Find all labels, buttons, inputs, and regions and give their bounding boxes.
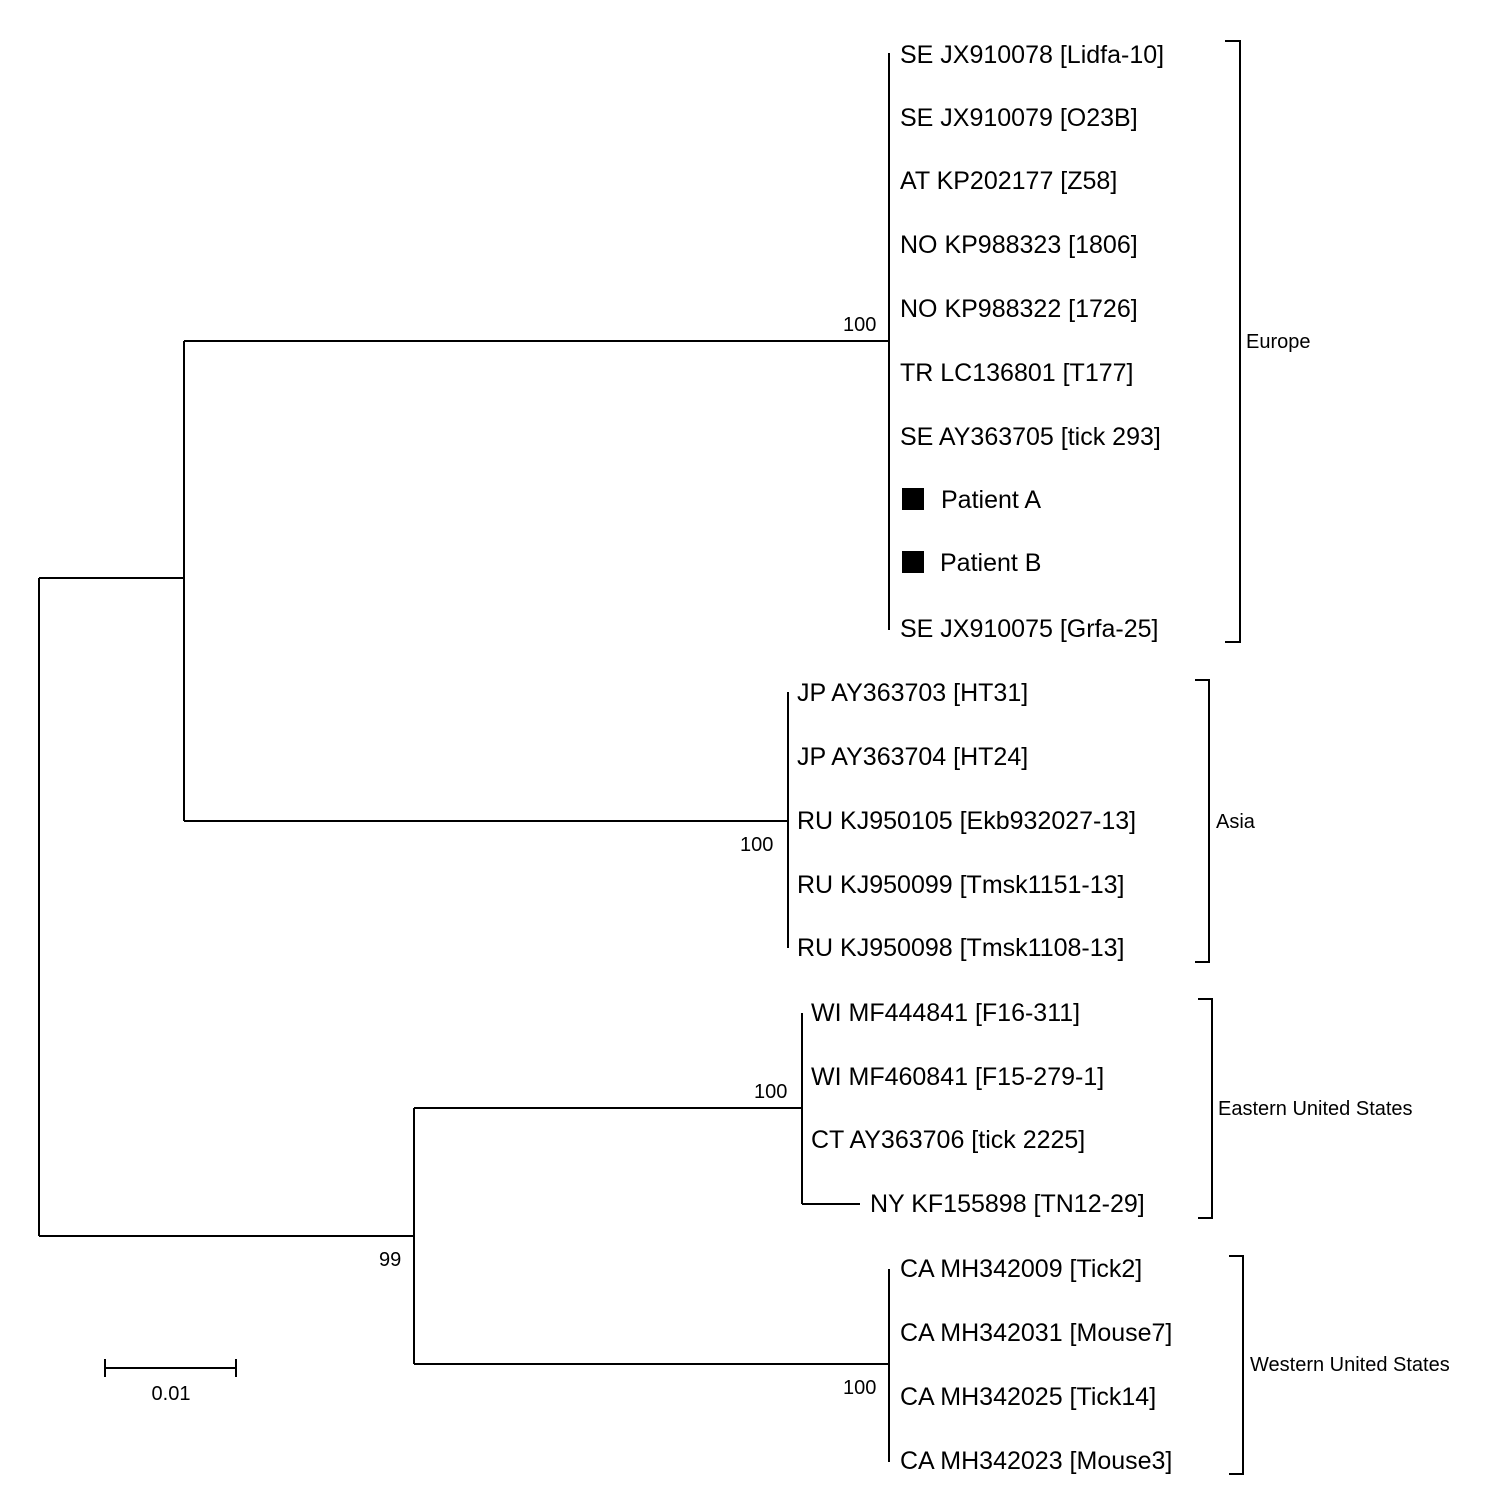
- taxon-label: JP AY363704 [HT24]: [797, 743, 1028, 771]
- tree-branches: [38, 53, 890, 1462]
- bootstrap-eastern-us: 100: [754, 1081, 787, 1103]
- taxon-label: RU KJ950099 [Tmsk1151-13]: [797, 871, 1124, 899]
- taxon-label: NY KF155898 [TN12-29]: [870, 1190, 1145, 1218]
- taxon-label: CA MH342025 [Tick14]: [900, 1383, 1156, 1411]
- taxon-label: CA MH342031 [Mouse7]: [900, 1319, 1172, 1347]
- clade-brackets: [1195, 40, 1244, 1475]
- taxon-label: WI MF444841 [F16-311]: [811, 999, 1080, 1027]
- taxon-label: RU KJ950105 [Ekb932027-13]: [797, 807, 1136, 835]
- taxon-label: SE JX910075 [Grfa-25]: [900, 615, 1158, 643]
- taxon-label-patient-a: Patient A: [941, 486, 1041, 514]
- clade-label-western-us: Western United States: [1250, 1354, 1450, 1376]
- taxon-labels: SE JX910078 [Lidfa-10] SE JX910079 [O23B…: [797, 41, 1172, 1475]
- bootstrap-us: 99: [379, 1249, 401, 1271]
- taxon-label: SE JX910079 [O23B]: [900, 104, 1138, 132]
- taxon-label: SE JX910078 [Lidfa-10]: [900, 41, 1164, 69]
- bootstrap-europe: 100: [843, 314, 876, 336]
- taxon-label: JP AY363703 [HT31]: [797, 679, 1028, 707]
- taxon-label: CA MH342023 [Mouse3]: [900, 1447, 1172, 1475]
- scale-bar: 0.01: [104, 1359, 237, 1405]
- clade-labels: Europe Asia Eastern United States Wester…: [1216, 331, 1450, 1376]
- scale-bar-label: 0.01: [152, 1383, 191, 1405]
- clade-label-asia: Asia: [1216, 811, 1256, 833]
- patient-b-marker-icon: [902, 551, 924, 573]
- taxon-label: AT KP202177 [Z58]: [900, 167, 1117, 195]
- clade-label-europe: Europe: [1246, 331, 1311, 353]
- bootstrap-values: 100 100 100 99 100: [379, 314, 876, 1399]
- taxon-label: WI MF460841 [F15-279-1]: [811, 1063, 1104, 1091]
- bootstrap-western-us: 100: [843, 1377, 876, 1399]
- taxon-label: CT AY363706 [tick 2225]: [811, 1126, 1085, 1154]
- bootstrap-asia: 100: [740, 834, 773, 856]
- bracket-europe: [1225, 40, 1241, 643]
- patient-a-marker-icon: [902, 488, 924, 510]
- taxon-label: CA MH342009 [Tick2]: [900, 1255, 1142, 1283]
- taxon-label: NO KP988323 [1806]: [900, 231, 1138, 259]
- taxon-label-patient-b: Patient B: [940, 549, 1041, 577]
- bracket-eastern-us: [1198, 998, 1213, 1219]
- taxon-label: TR LC136801 [T177]: [900, 359, 1133, 387]
- taxon-label: NO KP988322 [1726]: [900, 295, 1138, 323]
- clade-label-eastern-us: Eastern United States: [1218, 1098, 1413, 1120]
- bracket-asia: [1195, 679, 1210, 963]
- taxon-label: RU KJ950098 [Tmsk1108-13]: [797, 934, 1124, 962]
- taxon-label: SE AY363705 [tick 293]: [900, 423, 1161, 451]
- bracket-western-us: [1229, 1255, 1244, 1475]
